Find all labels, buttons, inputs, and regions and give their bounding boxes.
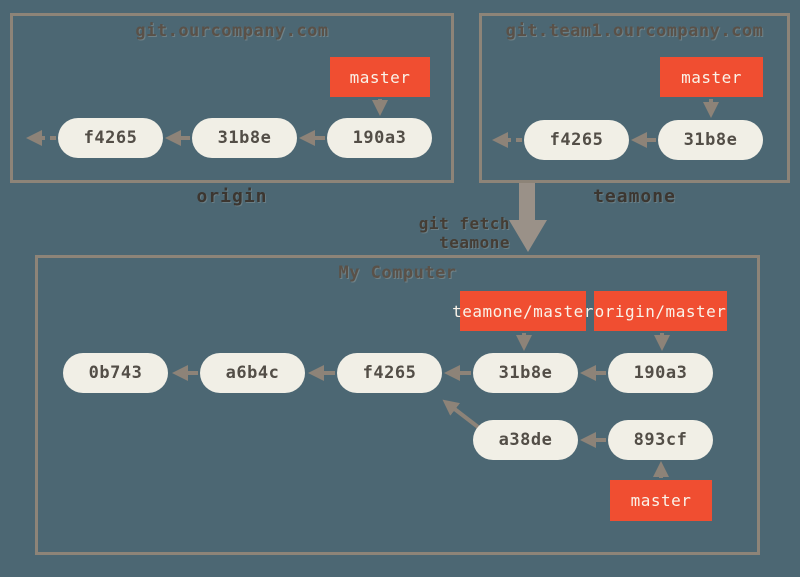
remote-origin-caption: origin — [196, 186, 268, 207]
teamone-commit-31b8e: 31b8e — [658, 120, 763, 160]
local-commit-a6b4c: a6b4c — [200, 353, 305, 393]
local-origin-master-label: origin/master — [594, 291, 727, 331]
teamone-commit-f4265: f4265 — [524, 120, 629, 160]
remote-origin-title: git.ourcompany.com — [135, 21, 329, 41]
local-commit-f4265: f4265 — [337, 353, 442, 393]
local-commit-31b8e: 31b8e — [473, 353, 578, 393]
teamone-master-branch-label: master — [660, 57, 763, 97]
fetch-command-label: git fetch teamone — [418, 214, 510, 252]
local-teamone-master-label: teamone/master — [452, 291, 593, 331]
local-commit-0b743: 0b743 — [63, 353, 168, 393]
fetch-arrow — [509, 183, 547, 252]
arrow-local-a38de-to-f4265 — [442, 399, 480, 429]
local-commit-a38de: a38de — [473, 420, 578, 460]
local-commit-893cf: 893cf — [608, 420, 713, 460]
origin-commit-190a3: 190a3 — [327, 118, 432, 158]
remote-teamone-title: git.team1.ourcompany.com — [505, 21, 764, 41]
remote-teamone-box: git.team1.ourcompany.com — [479, 13, 790, 183]
local-commit-190a3: 190a3 — [608, 353, 713, 393]
origin-commit-f4265: f4265 — [58, 118, 163, 158]
local-repo-box: My Computer — [35, 255, 760, 555]
origin-commit-31b8e: 31b8e — [192, 118, 297, 158]
local-repo-title: My Computer — [338, 263, 457, 283]
remote-teamone-caption: teamone — [593, 186, 676, 207]
local-master-branch-label: master — [610, 480, 712, 521]
remote-origin-box: git.ourcompany.com — [10, 13, 454, 183]
origin-master-branch-label: master — [330, 57, 430, 97]
